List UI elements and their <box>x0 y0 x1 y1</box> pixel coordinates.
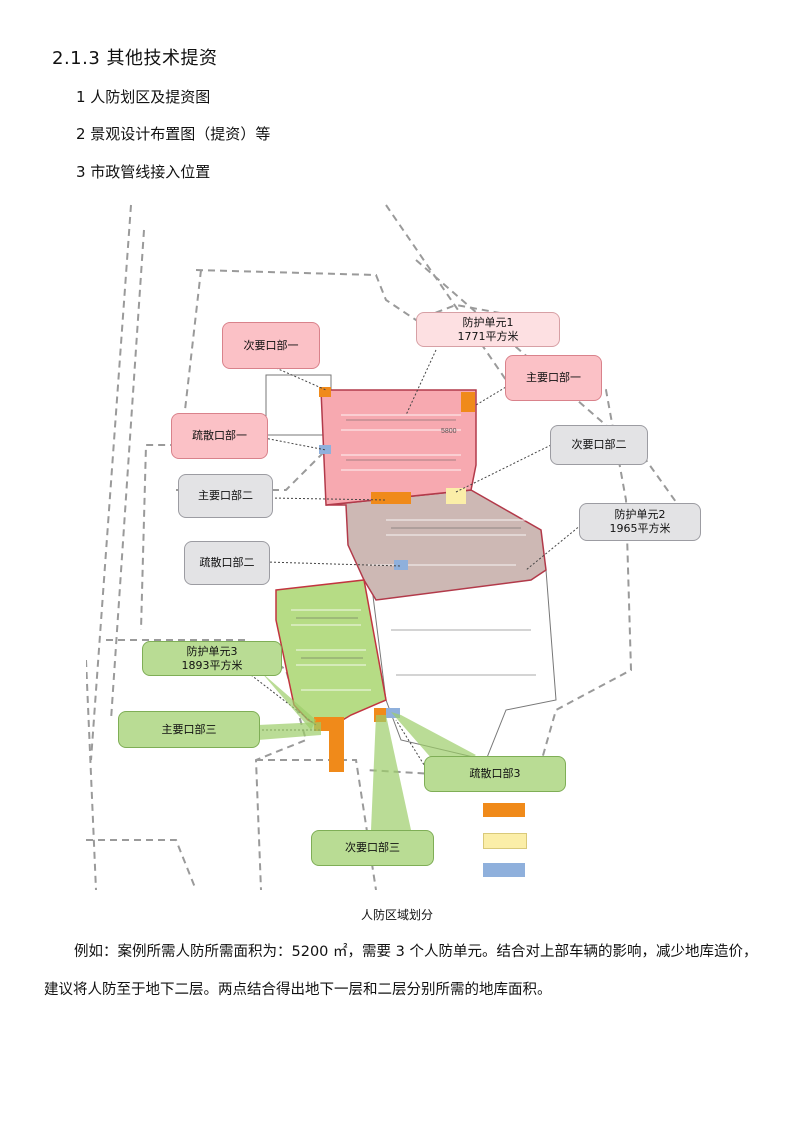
parking-grid <box>296 419 536 676</box>
callout-protection-unit-1: 防护单元1 1771平方米 <box>416 312 560 347</box>
legend-swatch-secondary-entrance <box>483 833 527 849</box>
main-entrance-3-ramp <box>329 730 344 772</box>
callout-secondary-entrance-3: 次要口部三 <box>311 830 434 866</box>
evacuation-1-marker <box>319 445 331 454</box>
secondary-entrance-1-marker <box>319 387 331 397</box>
list-item-landscape: 2 景观设计布置图（提资）等 <box>76 125 271 143</box>
figure-caption: 人防区域划分 <box>360 908 433 922</box>
main-entrance-1-marker <box>461 392 475 412</box>
protection-unit-2-zone <box>325 489 547 601</box>
callout-secondary-entrance-2: 次要口部二 <box>550 425 648 465</box>
section-heading: 2.1.3 其他技术提资 <box>52 48 218 69</box>
callout-evacuation-3: 疏散口部3 <box>424 756 566 792</box>
callout-evacuation-1: 疏散口部一 <box>171 413 268 459</box>
callout-main-entrance-3: 主要口部三 <box>118 711 260 748</box>
evacuation-2-marker <box>394 560 408 570</box>
protection-unit-1-zone <box>320 389 477 506</box>
entrance-markers <box>314 387 475 772</box>
callout-protection-unit-2: 防护单元2 1965平方米 <box>579 503 701 541</box>
callout-main-entrance-1: 主要口部一 <box>505 355 602 401</box>
legend-swatch-main-entrance <box>483 803 525 817</box>
main-entrance-3-marker <box>314 717 344 731</box>
secondary-entrance-2-marker <box>446 488 466 504</box>
main-entrance-2-marker <box>371 492 411 504</box>
legend-swatch-evacuation <box>483 863 525 877</box>
body-paragraph: 例如：案例所需人防所需面积为：5200 ㎡，需要 3 个人防单元。结合对上部车辆… <box>44 944 758 998</box>
callout-protection-unit-3: 防护单元3 1893平方米 <box>142 641 282 676</box>
callout-main-entrance-2: 主要口部二 <box>178 474 273 518</box>
civil-defense-zoning-plan: 5800 次要口部一 防护单元1 1771平方米 主要口部一 疏散口部一 次要口… <box>85 200 706 891</box>
parking-stalls <box>291 414 546 691</box>
dimension-label: 5800 <box>441 428 457 435</box>
list-item-civil-defense: 1 人防划区及提资图 <box>76 88 211 106</box>
list-item-municipal: 3 市政管线接入位置 <box>76 163 211 181</box>
callout-secondary-entrance-1: 次要口部一 <box>222 322 320 369</box>
callout-evacuation-2: 疏散口部二 <box>184 541 270 585</box>
site-plan-drawing: 5800 <box>85 204 697 891</box>
